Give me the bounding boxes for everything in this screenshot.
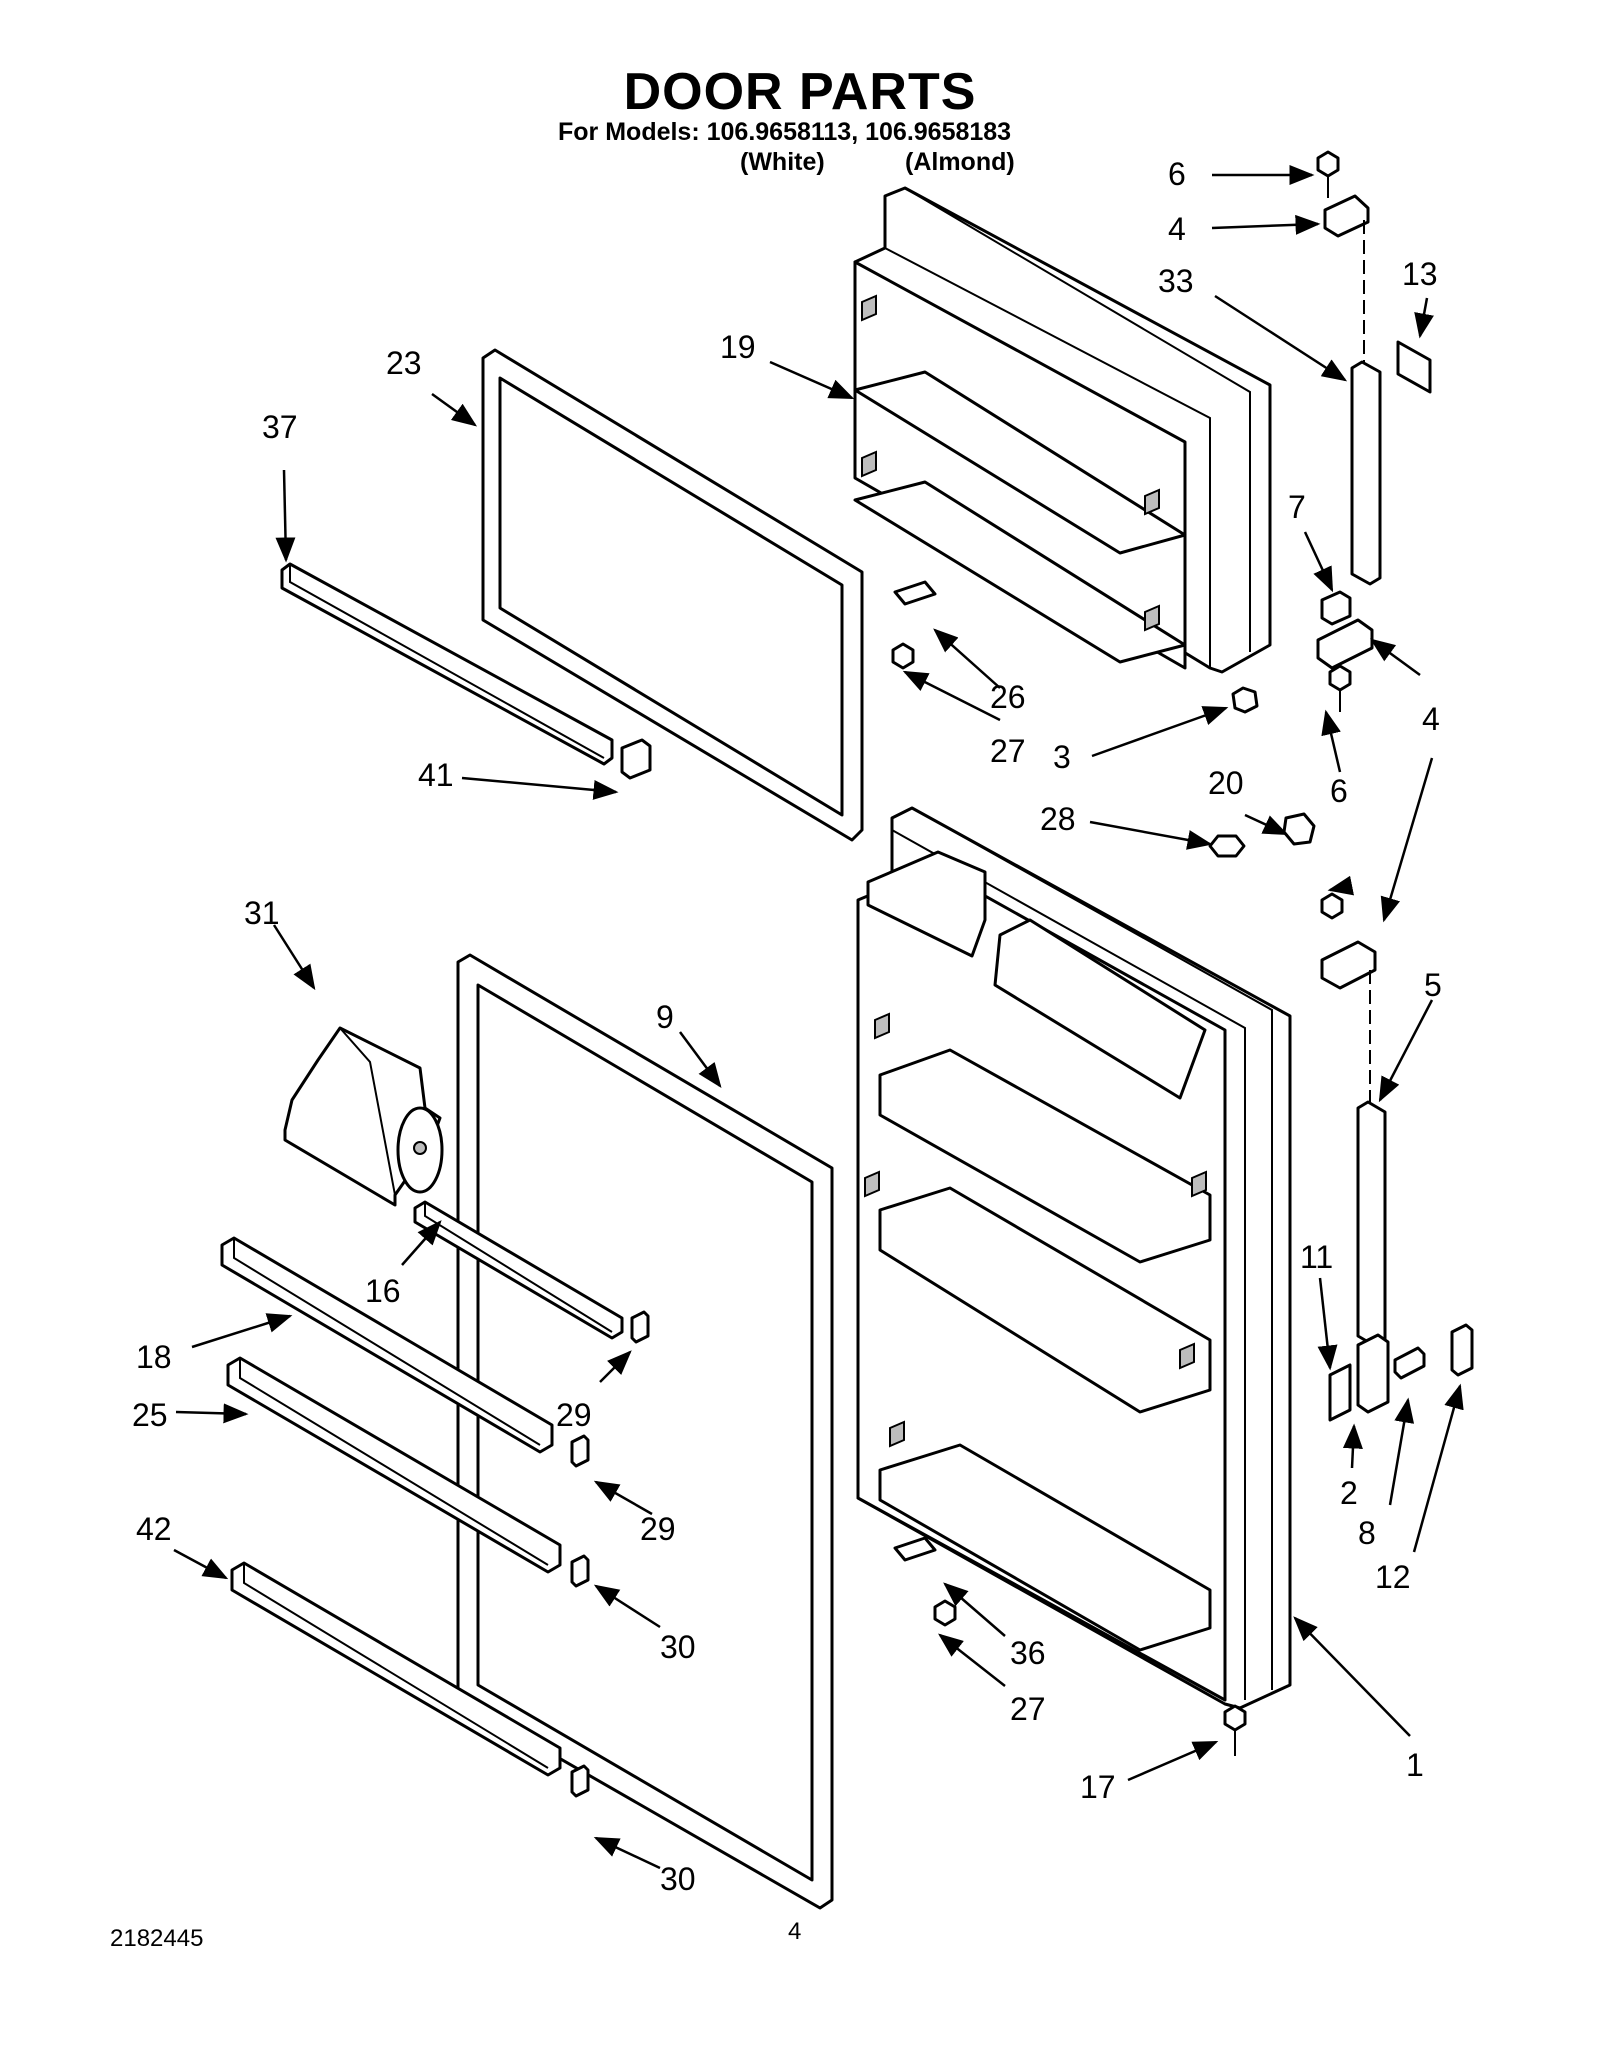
- callout-12: 12: [1375, 1559, 1411, 1595]
- callout-31: 31: [244, 895, 280, 931]
- leader-lines: [173, 165, 1464, 1870]
- callout-23: 23: [386, 345, 422, 381]
- callout-3: 3: [1053, 739, 1071, 775]
- callout-27: 27: [1010, 1691, 1046, 1727]
- freezer-door-liner: [853, 186, 1272, 674]
- callout-16: 16: [365, 1273, 401, 1309]
- callout-6: 6: [1168, 156, 1186, 192]
- clip-41: [620, 738, 652, 780]
- callout-20: 20: [1208, 765, 1244, 801]
- clip-30a: [570, 1554, 590, 1588]
- callout-11: 11: [1300, 1239, 1333, 1275]
- callout-2: 2: [1340, 1475, 1358, 1511]
- fresh-food-door-gasket: [456, 953, 834, 1910]
- callout-30: 30: [660, 1629, 696, 1665]
- callout-4: 4: [1422, 701, 1440, 737]
- callout-41: 41: [418, 757, 454, 793]
- shelf-bar-16: [413, 1200, 624, 1340]
- callout-30: 30: [660, 1861, 696, 1897]
- callout-42: 42: [136, 1511, 172, 1547]
- shelf-bar-25: [226, 1356, 562, 1574]
- callout-36: 36: [1010, 1635, 1046, 1671]
- callout-labels: 6 4 33 13 19 23 37 7 26 27 3 4 6 41 20 2…: [132, 156, 1442, 1897]
- callout-26: 26: [990, 679, 1026, 715]
- callout-4: 4: [1168, 211, 1186, 247]
- callout-19: 19: [720, 329, 756, 365]
- hinge-hardware: [891, 150, 1474, 1756]
- callout-29: 29: [640, 1511, 676, 1547]
- freezer-shelf-bar: [280, 562, 614, 766]
- models-line: For Models: 106.9658113, 106.9658183: [558, 118, 1012, 146]
- callout-25: 25: [132, 1397, 168, 1433]
- dairy-compartment-door: [283, 1026, 444, 1207]
- document-number: 2182445: [110, 1925, 204, 1952]
- color-almond-label: (Almond): [905, 148, 1015, 176]
- page-title: DOOR PARTS: [623, 63, 977, 121]
- clip-29b: [570, 1434, 590, 1468]
- freezer-door-gasket: [481, 348, 864, 842]
- callout-6: 6: [1330, 773, 1348, 809]
- shelf-bar-18: [220, 1236, 554, 1454]
- callout-9: 9: [656, 999, 674, 1035]
- clip-30b: [570, 1764, 590, 1798]
- shelf-bar-42: [230, 1561, 562, 1777]
- page-number: 4: [788, 1918, 802, 1945]
- callout-7: 7: [1288, 489, 1306, 525]
- callout-17: 17: [1080, 1769, 1116, 1805]
- callout-37: 37: [262, 409, 298, 445]
- callout-8: 8: [1358, 1515, 1376, 1551]
- callout-5: 5: [1424, 967, 1442, 1003]
- callout-33: 33: [1158, 263, 1194, 299]
- fresh-food-door: [856, 806, 1292, 1710]
- callout-1: 1: [1406, 1747, 1424, 1783]
- callout-29: 29: [556, 1397, 592, 1433]
- clip-29a: [630, 1310, 650, 1344]
- callout-18: 18: [136, 1339, 172, 1375]
- color-white-label: (White): [740, 148, 825, 176]
- callout-13: 13: [1402, 256, 1438, 292]
- callout-28: 28: [1040, 801, 1076, 837]
- callout-27: 27: [990, 733, 1026, 769]
